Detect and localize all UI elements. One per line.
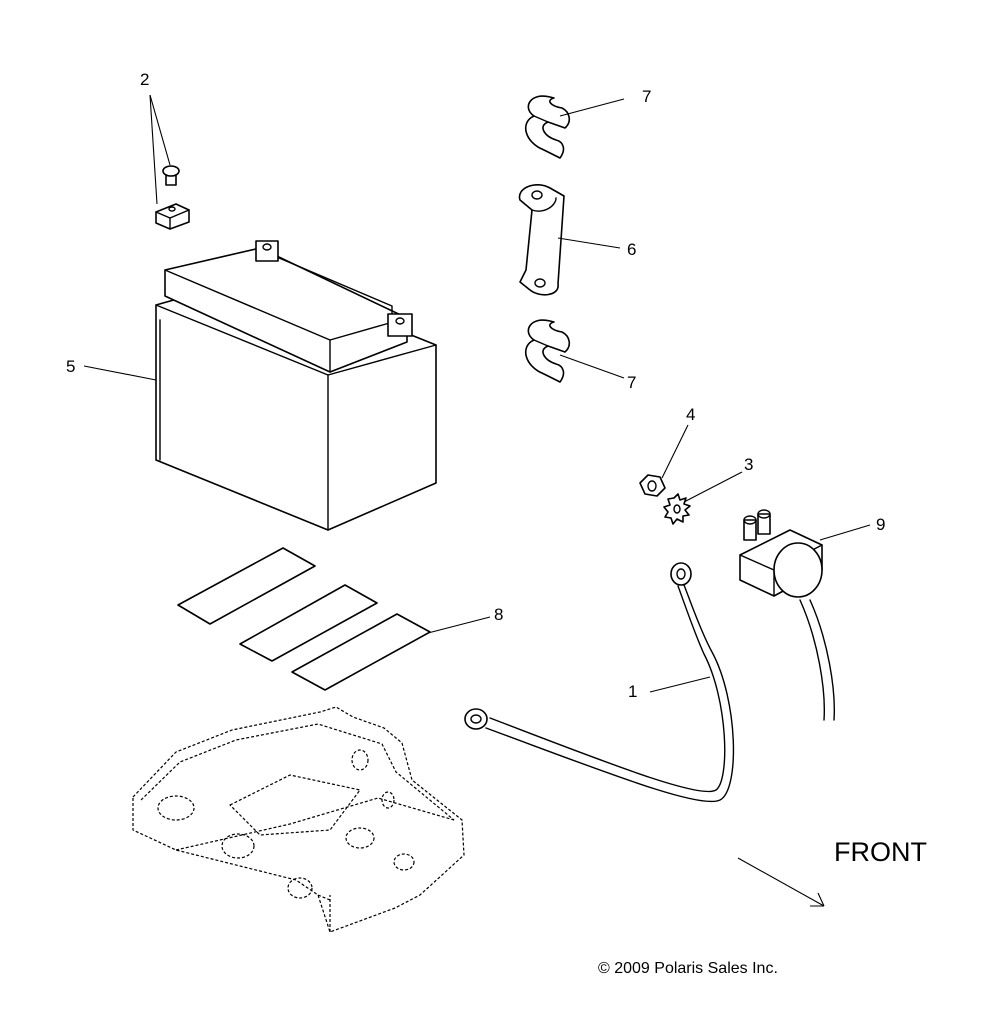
battery-pad-parts bbox=[177, 547, 431, 691]
hook-clip-part-bottom bbox=[524, 319, 571, 383]
front-arrow-icon bbox=[737, 857, 825, 907]
relay-part bbox=[739, 509, 835, 721]
callout-7-top: 7 bbox=[642, 87, 651, 106]
callout-2: 2 bbox=[140, 70, 149, 89]
battery-tray-part bbox=[132, 706, 465, 933]
bolt-and-block-part bbox=[155, 165, 190, 230]
callout-4: 4 bbox=[686, 405, 695, 424]
hook-clip-part-top bbox=[524, 95, 571, 159]
callout-5: 5 bbox=[66, 357, 75, 376]
callout-leaders bbox=[83, 94, 871, 693]
callout-8: 8 bbox=[494, 605, 503, 624]
callout-7-bottom: 7 bbox=[627, 373, 636, 392]
front-label: FRONT bbox=[834, 837, 927, 867]
callout-6: 6 bbox=[627, 240, 636, 259]
callout-9: 9 bbox=[876, 515, 885, 534]
battery-part bbox=[155, 240, 437, 531]
callout-3: 3 bbox=[744, 455, 753, 474]
star-washer-part bbox=[663, 493, 691, 525]
strap-link-part bbox=[518, 184, 565, 296]
copyright-notice: © 2009 Polaris Sales Inc. bbox=[598, 960, 778, 977]
nut-part bbox=[639, 474, 666, 497]
ground-cable-part bbox=[464, 562, 735, 803]
callout-1: 1 bbox=[628, 682, 637, 701]
